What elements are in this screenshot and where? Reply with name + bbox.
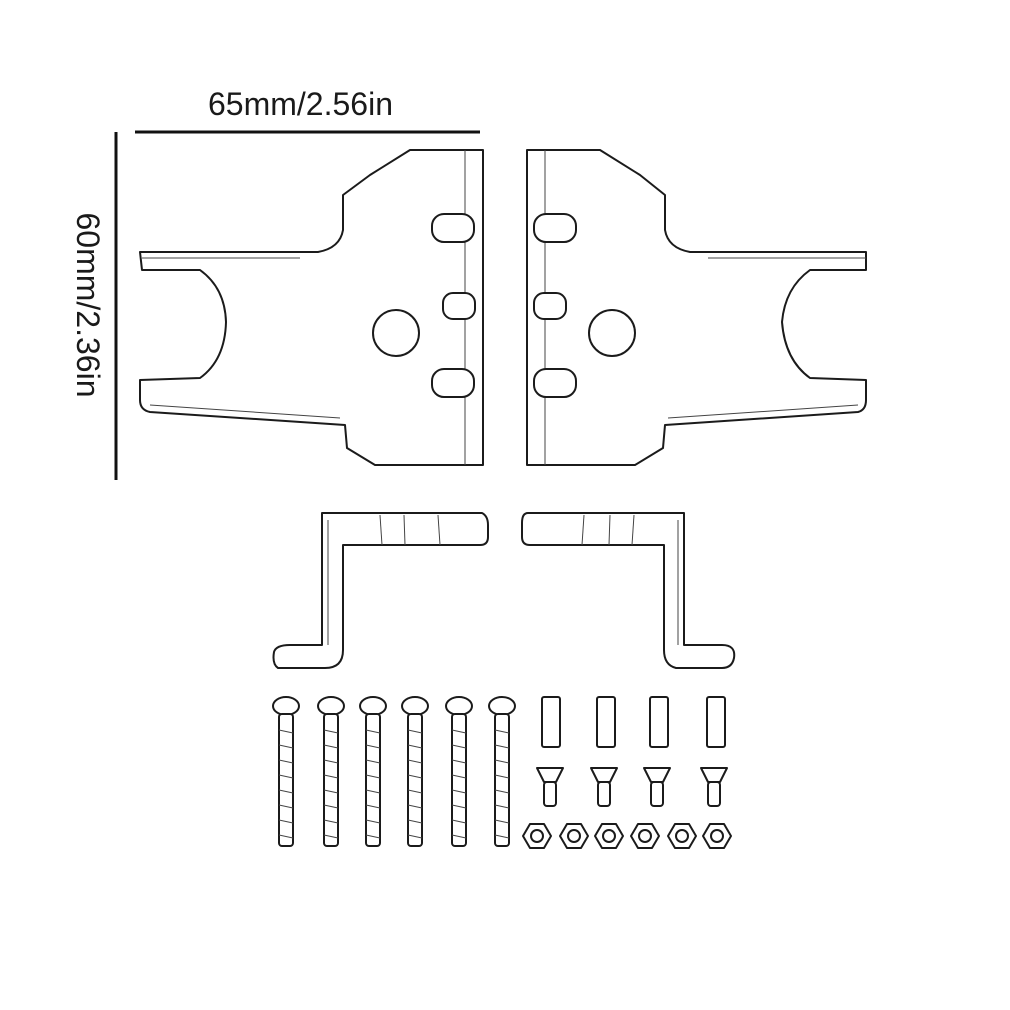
spacer xyxy=(596,696,616,748)
long-screw xyxy=(272,696,300,847)
hex-nut xyxy=(522,823,552,849)
width-dimension-label: 65mm/2.56in xyxy=(208,86,393,122)
left-l-bracket xyxy=(272,512,489,669)
long-screw xyxy=(445,696,473,847)
spacer xyxy=(541,696,561,748)
long-screw xyxy=(401,696,429,847)
spacer xyxy=(649,696,669,748)
short-screws xyxy=(536,767,728,807)
short-screw xyxy=(536,767,564,807)
short-screw xyxy=(700,767,728,807)
right-l-bracket xyxy=(521,512,736,669)
hex-nut xyxy=(594,823,624,849)
short-screw xyxy=(643,767,671,807)
short-screw xyxy=(590,767,618,807)
right-bracket-plate xyxy=(526,149,867,466)
spacer xyxy=(706,696,726,748)
hex-nut xyxy=(630,823,660,849)
nuts xyxy=(522,823,732,849)
long-screw xyxy=(359,696,387,847)
long-screw xyxy=(488,696,516,847)
long-screws xyxy=(272,696,516,847)
hex-nut xyxy=(559,823,589,849)
hex-nut xyxy=(702,823,732,849)
left-bracket-plate xyxy=(139,149,484,466)
long-screw xyxy=(317,696,345,847)
hex-nut xyxy=(667,823,697,849)
spacers xyxy=(541,696,726,748)
